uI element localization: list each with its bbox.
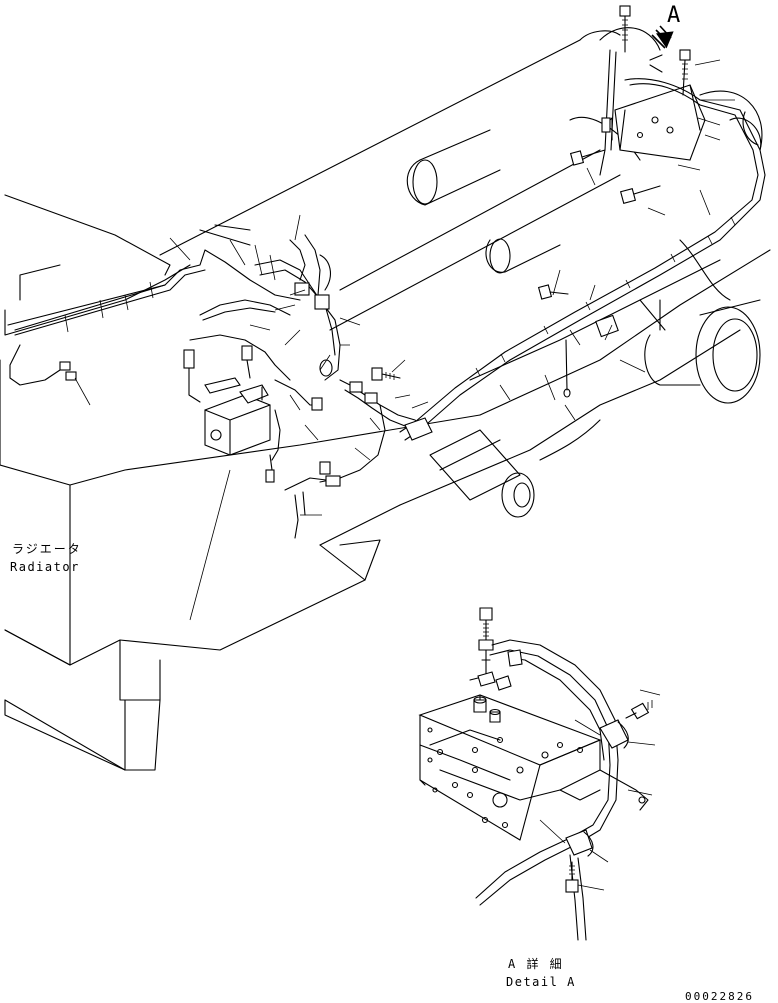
detail-a-view xyxy=(418,607,661,941)
main-frame xyxy=(159,27,771,518)
upper-bracket-assembly xyxy=(399,5,766,441)
labels: A ラジエータ Radiator A 詳 細 Detail A 00022826 xyxy=(10,3,754,1003)
wiring-harness xyxy=(9,214,581,621)
view-marker-a: A xyxy=(667,3,680,28)
detail-label-jp: A 詳 細 xyxy=(508,956,564,971)
detail-label-en: Detail A xyxy=(506,975,576,989)
radiator-label-jp: ラジエータ xyxy=(12,542,82,556)
radiator-housing xyxy=(0,194,481,771)
drawing-number: 00022826 xyxy=(685,990,754,1003)
radiator-label-en: Radiator xyxy=(10,560,80,574)
